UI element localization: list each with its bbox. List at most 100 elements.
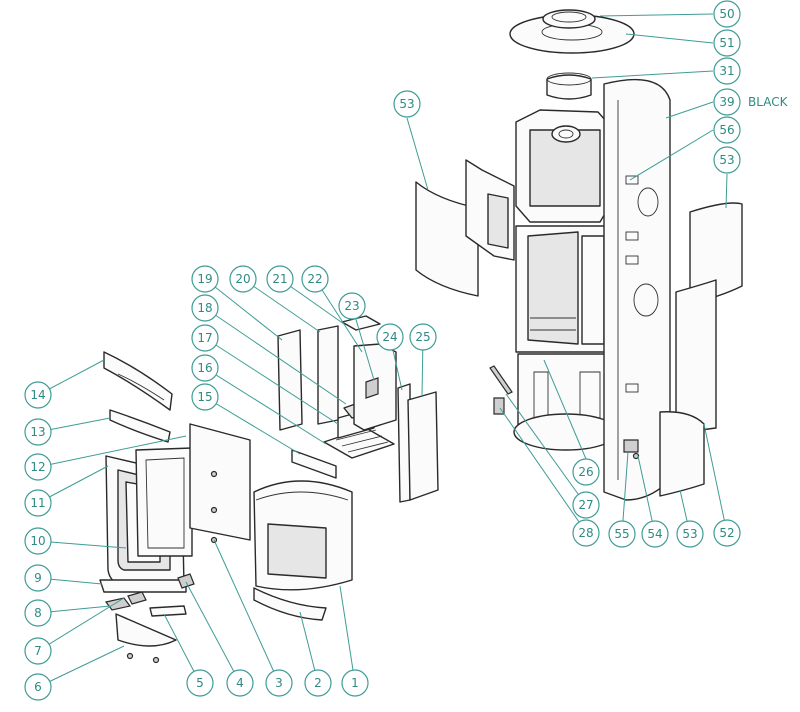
svg-text:24: 24 — [382, 330, 397, 344]
side-panel-left — [415, 181, 479, 297]
callout-17: 17 — [191, 324, 219, 352]
callout-15: 15 — [191, 383, 219, 411]
svg-text:14: 14 — [30, 388, 45, 402]
callout-55: 55 — [608, 520, 636, 548]
callout-7: 7 — [24, 637, 52, 665]
callout-54: 54 — [641, 520, 669, 548]
svg-text:10: 10 — [30, 534, 45, 548]
color-note: BLACK — [748, 95, 789, 109]
callout-9: 9 — [24, 564, 52, 592]
callout-22: 22 — [301, 265, 329, 293]
svg-text:22: 22 — [307, 272, 322, 286]
svg-text:11: 11 — [30, 496, 45, 510]
svg-text:3: 3 — [275, 676, 283, 690]
svg-text:16: 16 — [197, 361, 212, 375]
side-brick-left — [277, 329, 303, 431]
baffle-block — [291, 449, 337, 479]
ash-lip — [115, 613, 177, 647]
svg-text:54: 54 — [647, 527, 662, 541]
callout-53-bottom: 53 — [676, 520, 704, 548]
svg-text:4: 4 — [236, 676, 244, 690]
svg-text:20: 20 — [235, 272, 250, 286]
callout-26: 26 — [572, 458, 600, 486]
bracket — [623, 439, 639, 453]
insert-assembly — [99, 315, 439, 664]
hinge — [177, 573, 195, 589]
svg-text:7: 7 — [34, 644, 42, 658]
callout-25: 25 — [409, 323, 437, 351]
svg-text:27: 27 — [578, 498, 593, 512]
callout-5: 5 — [186, 669, 214, 697]
side-plate — [407, 391, 439, 501]
callout-8: 8 — [24, 599, 52, 627]
svg-text:56: 56 — [719, 123, 734, 137]
callout-53-left: 53 — [393, 90, 421, 118]
latch — [104, 597, 132, 611]
stove-body-assembly — [415, 9, 743, 501]
svg-text:1: 1 — [351, 676, 359, 690]
callouts: 50 51 31 39 BLACK 56 53 53 52 53 54 55 2… — [24, 0, 789, 701]
callout-27: 27 — [572, 491, 600, 519]
callout-28: 28 — [572, 519, 600, 547]
callout-56: 56 — [713, 116, 741, 144]
svg-text:6: 6 — [34, 680, 42, 694]
svg-text:39: 39 — [719, 95, 734, 109]
base-plate — [513, 413, 619, 451]
callout-20: 20 — [229, 265, 257, 293]
side-brick-right — [317, 325, 339, 425]
flue-collar — [546, 74, 592, 100]
svg-text:31: 31 — [719, 64, 734, 78]
callout-16: 16 — [191, 354, 219, 382]
callout-2: 2 — [304, 669, 332, 697]
side-panel-right-middle — [675, 279, 717, 435]
svg-text:25: 25 — [415, 330, 430, 344]
svg-text:51: 51 — [719, 36, 734, 50]
callout-53-right: 53 — [713, 146, 741, 174]
callout-4: 4 — [226, 669, 254, 697]
svg-text:23: 23 — [344, 299, 359, 313]
svg-text:9: 9 — [34, 571, 42, 585]
door-handle — [489, 365, 513, 395]
svg-text:19: 19 — [197, 272, 212, 286]
svg-text:21: 21 — [272, 272, 287, 286]
svg-text:8: 8 — [34, 606, 42, 620]
callout-14: 14 — [24, 381, 52, 409]
svg-text:13: 13 — [30, 425, 45, 439]
handle-bar — [149, 605, 187, 617]
svg-text:15: 15 — [197, 390, 212, 404]
callout-10: 10 — [24, 527, 52, 555]
callout-21: 21 — [266, 265, 294, 293]
bottom-bar — [99, 579, 187, 593]
callout-39: 39 — [713, 88, 741, 116]
svg-text:53: 53 — [719, 153, 734, 167]
callout-6: 6 — [24, 673, 52, 701]
callout-31: 31 — [713, 57, 741, 85]
svg-text:53: 53 — [682, 527, 697, 541]
top-lid — [542, 9, 596, 29]
svg-text:55: 55 — [614, 527, 629, 541]
callout-24: 24 — [376, 323, 404, 351]
svg-text:12: 12 — [30, 460, 45, 474]
svg-text:17: 17 — [197, 331, 212, 345]
callout-52: 52 — [713, 519, 741, 547]
svg-text:5: 5 — [196, 676, 204, 690]
callout-13: 13 — [24, 418, 52, 446]
lower-trim — [253, 587, 327, 621]
side-panel-right-lower — [659, 411, 705, 497]
callout-23: 23 — [338, 292, 366, 320]
callout-11: 11 — [24, 489, 52, 517]
svg-text:28: 28 — [578, 526, 593, 540]
svg-text:18: 18 — [197, 301, 212, 315]
door-back-plate — [189, 423, 251, 541]
svg-text:52: 52 — [719, 526, 734, 540]
callout-51: 51 — [713, 29, 741, 57]
svg-text:26: 26 — [578, 465, 593, 479]
svg-text:53: 53 — [399, 97, 414, 111]
callout-12: 12 — [24, 453, 52, 481]
svg-text:2: 2 — [314, 676, 322, 690]
callout-18: 18 — [191, 294, 219, 322]
svg-text:50: 50 — [719, 7, 734, 21]
glass-gasket — [135, 447, 193, 557]
callout-50: 50 — [713, 0, 741, 28]
